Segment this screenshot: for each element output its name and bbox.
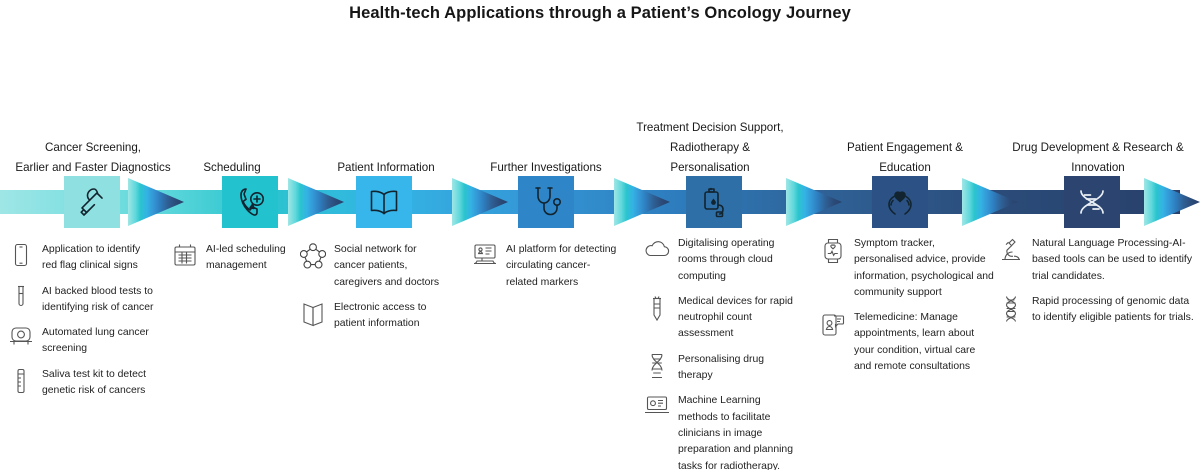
stage-header-6: Patient Engagement & Education xyxy=(846,141,964,174)
list-item[interactable]: AI platform for detecting circulating ca… xyxy=(472,242,622,291)
stethoscope-icon xyxy=(530,185,562,219)
list-item-text: Application to identify red flag clinica… xyxy=(42,244,141,272)
calendar-icon xyxy=(172,242,198,272)
dna-icon xyxy=(644,352,670,382)
stage-header-4: Further Investigations xyxy=(490,161,602,174)
laptop-icon xyxy=(644,393,670,423)
list-item[interactable]: Machine Learning methods to facilitate c… xyxy=(644,393,796,470)
items-column-2: AI-led scheduling management xyxy=(172,242,296,284)
list-item[interactable]: Saliva test kit to detect genetic risk o… xyxy=(8,367,158,400)
smartphone-icon xyxy=(8,242,34,272)
list-item[interactable]: Application to identify red flag clinica… xyxy=(8,242,158,275)
stage-icon-box-5[interactable] xyxy=(686,176,742,228)
list-item[interactable]: Automated lung cancer screening xyxy=(8,325,158,358)
stage-header-7: Drug Development & Research & Innovation xyxy=(1012,141,1184,174)
stage-header-1: Cancer Screening, Earlier and Faster Dia… xyxy=(15,141,171,174)
items-column-6: Symptom tracker, personalised advice, pr… xyxy=(820,236,994,384)
items-column-3: Social network for cancer patients, care… xyxy=(300,242,450,341)
list-item[interactable]: AI-led scheduling management xyxy=(172,242,296,275)
stage-icon-box-3[interactable] xyxy=(356,176,412,228)
list-item-text: AI-led scheduling management xyxy=(206,244,286,272)
list-item-text: AI platform for detecting circulating ca… xyxy=(506,244,617,288)
list-item-text: Natural Language Processing-AI-based too… xyxy=(1032,238,1193,282)
dna-helix-icon xyxy=(1074,187,1110,217)
saliva-kit-icon xyxy=(8,367,34,397)
list-item-text: Medical devices for rapid neutrophil cou… xyxy=(678,295,793,340)
stage-header-3: Patient Information xyxy=(337,161,435,174)
stage-icon-box-6[interactable] xyxy=(872,176,928,228)
iv-drip-icon xyxy=(698,185,730,219)
ct-scanner-icon xyxy=(8,325,34,355)
list-item[interactable]: Electronic access to patient information xyxy=(300,300,450,333)
stage-icon-box-4[interactable] xyxy=(518,176,574,228)
cloud-icon xyxy=(644,236,670,266)
list-item-text: Electronic access to patient information xyxy=(334,301,427,330)
stage-header-2: Scheduling xyxy=(203,161,261,174)
stage-icon-box-7[interactable] xyxy=(1064,176,1120,228)
phone-medical-icon xyxy=(233,185,267,219)
test-tube-icon xyxy=(8,284,34,314)
list-item[interactable]: Symptom tracker, personalised advice, pr… xyxy=(820,236,994,301)
list-item[interactable]: Personalising drug therapy xyxy=(644,352,796,385)
list-item[interactable]: Digitalising operating rooms through clo… xyxy=(644,236,796,285)
list-item[interactable]: Social network for cancer patients, care… xyxy=(300,242,450,291)
list-item-text: Telemedicine: Manage appointments, learn… xyxy=(854,312,976,373)
dropper-icon xyxy=(75,185,109,219)
syringe-icon xyxy=(644,294,670,324)
list-item-text: Saliva test kit to detect genetic risk o… xyxy=(42,368,146,397)
microscope-icon xyxy=(998,236,1024,266)
network-people-icon xyxy=(300,242,326,272)
list-item[interactable]: Natural Language Processing-AI-based too… xyxy=(998,236,1194,285)
list-item-text: Personalising drug therapy xyxy=(678,353,765,382)
stage-icon-box-2[interactable] xyxy=(222,176,278,228)
list-item-text: Digitalising operating rooms through clo… xyxy=(678,238,775,282)
items-column-5: Digitalising operating rooms through clo… xyxy=(644,236,796,470)
journey-arrow-band xyxy=(0,176,1200,228)
list-item-text: Automated lung cancer screening xyxy=(42,327,149,355)
page-title: Health-tech Applications through a Patie… xyxy=(349,4,851,22)
list-item-text: AI backed blood tests to identifying ris… xyxy=(42,285,154,313)
list-item[interactable]: Medical devices for rapid neutrophil cou… xyxy=(644,294,796,343)
dna-strand-icon xyxy=(998,294,1024,324)
list-item[interactable]: Telemedicine: Manage appointments, learn… xyxy=(820,310,994,375)
desktop-report-icon xyxy=(472,242,498,272)
smartwatch-icon xyxy=(820,236,846,266)
list-item-text: Rapid processing of genomic data to iden… xyxy=(1032,295,1194,324)
list-item-text: Machine Learning methods to facilitate c… xyxy=(678,395,793,470)
list-item-text: Social network for cancer patients, care… xyxy=(334,244,440,288)
list-item-text: Symptom tracker, personalised advice, pr… xyxy=(854,238,994,298)
heart-hands-icon xyxy=(883,186,917,218)
list-item[interactable]: AI backed blood tests to identifying ris… xyxy=(8,284,158,317)
items-column-7: Natural Language Processing-AI-based too… xyxy=(998,236,1194,335)
items-column-4: AI platform for detecting circulating ca… xyxy=(472,242,622,300)
open-book-icon xyxy=(367,186,401,218)
stage-icon-box-1[interactable] xyxy=(64,176,120,228)
book-icon xyxy=(300,300,326,330)
telemed-icon xyxy=(820,310,846,340)
list-item[interactable]: Rapid processing of genomic data to iden… xyxy=(998,294,1194,327)
stage-header-5: Treatment Decision Support, Radiotherapy… xyxy=(636,121,784,174)
items-column-1: Application to identify red flag clinica… xyxy=(8,242,158,408)
